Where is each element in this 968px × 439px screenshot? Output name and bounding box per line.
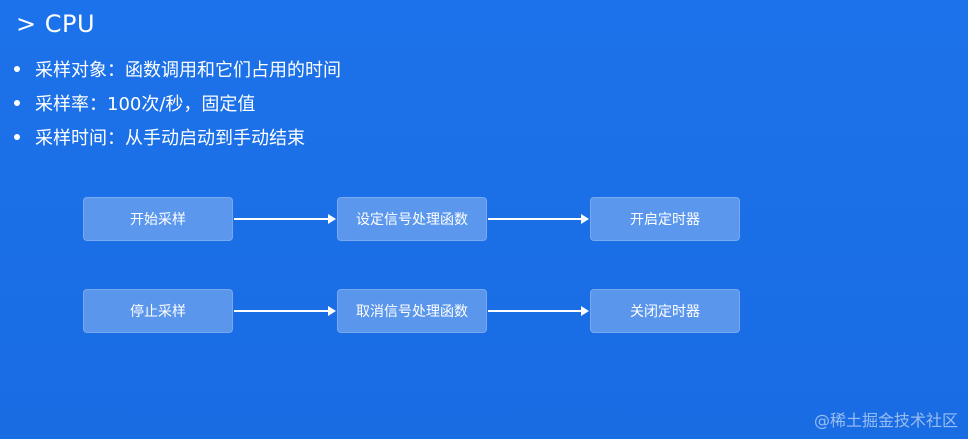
bullet-dot-icon: [14, 66, 20, 72]
bullet-item: 采样对象：函数调用和它们占用的时间: [14, 52, 341, 86]
arrow-right-icon: [488, 214, 589, 224]
arrow-right-icon: [234, 214, 336, 224]
flow-node-cancel-signal-handler: 取消信号处理函数: [337, 289, 487, 333]
bullet-item: 采样率：100次/秒，固定值: [14, 86, 341, 120]
bullet-dot-icon: [14, 100, 20, 106]
arrow-right-icon: [234, 306, 336, 316]
flow-node-set-signal-handler: 设定信号处理函数: [337, 197, 487, 241]
flow-node-stop-timer: 关闭定时器: [590, 289, 740, 333]
bullet-text: 采样率：100次/秒，固定值: [35, 94, 256, 115]
flow-node-start-timer: 开启定时器: [590, 197, 740, 241]
bullet-item: 采样时间：从手动启动到手动结束: [14, 120, 341, 154]
flow-node-start-sampling: 开始采样: [83, 197, 233, 241]
bullet-text: 采样时间：从手动启动到手动结束: [35, 128, 305, 149]
flow-node-stop-sampling: 停止采样: [83, 289, 233, 333]
bullet-text: 采样对象：函数调用和它们占用的时间: [35, 60, 341, 81]
arrow-right-icon: [488, 306, 589, 316]
bullet-list: 采样对象：函数调用和它们占用的时间 采样率：100次/秒，固定值 采样时间：从手…: [14, 52, 341, 154]
slide-title: > CPU: [16, 10, 96, 38]
watermark: @稀土掘金技术社区: [813, 411, 958, 430]
bullet-dot-icon: [14, 134, 20, 140]
